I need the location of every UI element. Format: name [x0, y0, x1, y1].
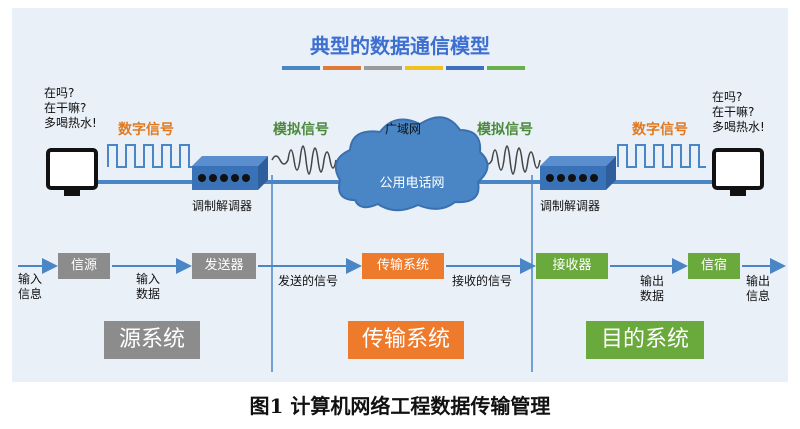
- analog-wave-right: [475, 145, 541, 175]
- left-question-text: 在吗? 在干嘛? 多喝热水!: [44, 86, 97, 130]
- public-telephone-network-cloud: [334, 116, 489, 212]
- destination-system-box: 目的系统: [586, 321, 704, 359]
- source-block: 信源: [58, 253, 110, 279]
- transmission-system-block: 传输系统: [362, 253, 444, 279]
- figure-caption: 图1 计算机网络工程数据传输管理: [249, 394, 551, 418]
- diagram-title: 典型的数据通信模型: [310, 34, 490, 58]
- input-info-label: 输入 信息: [18, 272, 43, 301]
- source-system-box: 源系统: [104, 321, 200, 359]
- input-data-label: 输入 数据: [136, 272, 161, 301]
- digital-signal-label-right: 数字信号: [632, 122, 688, 138]
- receiver-block: 接收器: [536, 253, 608, 279]
- digital-signal-label-left: 数字信号: [118, 122, 174, 138]
- digital-wave-right: [617, 144, 706, 168]
- cloud-label: 公用电话网: [379, 176, 445, 191]
- sink-block: 信宿: [688, 253, 740, 279]
- title-swatch-5: [446, 66, 484, 70]
- output-data-label: 输出 数据: [640, 274, 665, 303]
- title-swatch-4: [405, 66, 443, 70]
- modem-right-icon: [540, 156, 616, 190]
- monitor-right-icon: [712, 148, 764, 196]
- analog-signal-label-right: 模拟信号: [477, 122, 533, 138]
- transmission-system-box: 传输系统: [348, 321, 464, 359]
- monitor-left-icon: [46, 148, 98, 196]
- modem-right-label: 调制解调器: [540, 199, 601, 213]
- transmitter-block: 发送器: [192, 253, 256, 279]
- sent-signal-label: 发送的信号: [278, 274, 339, 288]
- output-info-label: 输出 信息: [746, 274, 771, 303]
- modem-left-icon: [192, 156, 268, 190]
- wan-label: 广域网: [385, 122, 422, 136]
- digital-wave-left: [107, 144, 196, 168]
- analog-signal-label-left: 模拟信号: [273, 122, 329, 138]
- title-swatch-6: [487, 66, 525, 70]
- title-swatch-3: [364, 66, 402, 70]
- analog-wave-left: [271, 145, 337, 175]
- received-signal-label: 接收的信号: [452, 274, 513, 288]
- modem-left-label: 调制解调器: [192, 199, 253, 213]
- title-swatch-1: [282, 66, 320, 70]
- title-swatch-2: [323, 66, 361, 70]
- right-question-text: 在吗? 在干嘛? 多喝热水!: [712, 90, 765, 134]
